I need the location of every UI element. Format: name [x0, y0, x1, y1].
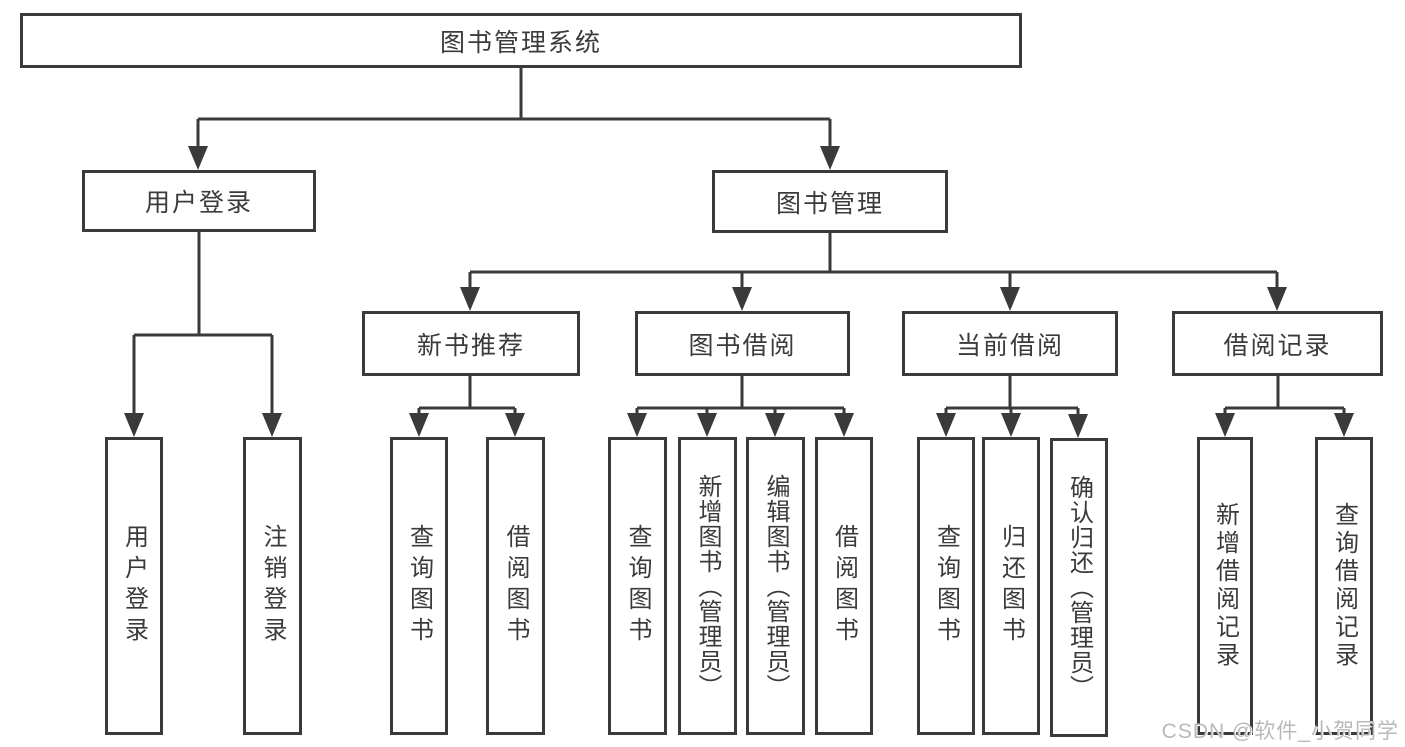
- node-label: 查询图书: [624, 524, 651, 648]
- node-label: 查询借阅记录: [1330, 502, 1358, 670]
- leaf-add-books-admin: 新增图书（管理员）: [678, 437, 737, 735]
- node-new-book-recommend: 新书推荐: [362, 311, 580, 376]
- node-label: 借阅图书: [502, 524, 529, 648]
- leaf-query-books-recommend: 查询图书: [390, 437, 448, 735]
- node-library-management-system: 图书管理系统: [20, 13, 1022, 68]
- leaf-borrow-books-recommend: 借阅图书: [486, 437, 545, 735]
- node-user-login: 用户登录: [82, 170, 316, 232]
- leaf-user-login: 用户登录: [105, 437, 163, 735]
- watermark: CSDN @软件_小贺同学: [1161, 720, 1399, 743]
- leaf-borrow-books-borrowing: 借阅图书: [815, 437, 873, 735]
- node-label: 当前借阅: [955, 331, 1064, 360]
- node-label: 注销登录: [259, 524, 286, 648]
- connector-book-management-children: [460, 233, 1287, 311]
- node-book-borrowing: 图书借阅: [635, 311, 850, 376]
- leaf-edit-books-admin: 编辑图书（管理员）: [746, 437, 805, 735]
- node-label: 用户登录: [120, 524, 148, 648]
- node-label: 归还图书: [997, 524, 1025, 648]
- connector-user-login-children: [124, 232, 282, 437]
- node-label: 借阅图书: [830, 524, 858, 648]
- connector-borrowing-records-children: [1215, 376, 1354, 437]
- node-label: 编辑图书（管理员）: [762, 473, 789, 699]
- leaf-logout: 注销登录: [243, 437, 302, 735]
- connector-current-borrowing-children: [936, 376, 1088, 438]
- node-label: 确认归还（管理员）: [1065, 475, 1093, 700]
- leaf-query-books-current: 查询图书: [917, 437, 975, 735]
- node-label: 图书管理系统: [439, 28, 602, 57]
- node-borrowing-records: 借阅记录: [1172, 311, 1383, 376]
- node-label: 新书推荐: [416, 331, 525, 360]
- node-label: 图书管理: [775, 189, 884, 218]
- node-label: 查询图书: [932, 524, 960, 648]
- node-label: 新增图书（管理员）: [694, 473, 721, 699]
- leaf-query-books-borrowing: 查询图书: [608, 437, 667, 735]
- connector-new-book-recommend-children: [409, 376, 525, 437]
- node-label: 用户登录: [144, 189, 253, 217]
- node-book-management: 图书管理: [712, 170, 948, 233]
- connector-root-to-level2: [188, 68, 840, 170]
- leaf-confirm-return-admin: 确认归还（管理员）: [1050, 438, 1108, 737]
- node-label: 图书借阅: [688, 331, 797, 360]
- node-label: 借阅记录: [1223, 331, 1332, 360]
- leaf-return-books: 归还图书: [982, 437, 1040, 735]
- node-current-borrowing: 当前借阅: [902, 311, 1118, 376]
- node-label: 新增借阅记录: [1211, 502, 1239, 670]
- leaf-add-borrow-record: 新增借阅记录: [1197, 437, 1253, 735]
- leaf-query-borrow-record: 查询借阅记录: [1315, 437, 1373, 735]
- node-label: 查询图书: [405, 524, 433, 648]
- connector-book-borrowing-children: [627, 376, 854, 437]
